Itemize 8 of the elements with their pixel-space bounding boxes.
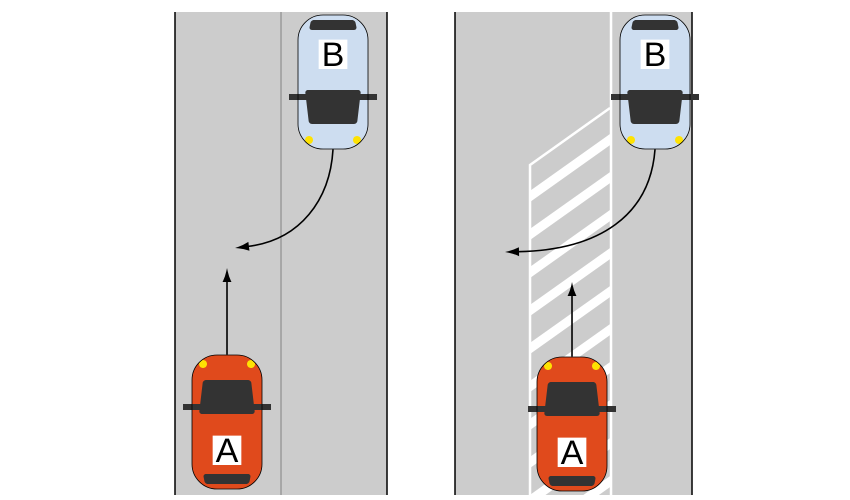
arrow	[508, 149, 656, 256]
car: B	[611, 14, 700, 150]
arrow	[568, 285, 576, 357]
car: B	[289, 14, 377, 150]
car: A	[528, 356, 616, 492]
arrow	[223, 271, 232, 355]
arrow	[238, 149, 334, 250]
car: A	[183, 354, 271, 490]
